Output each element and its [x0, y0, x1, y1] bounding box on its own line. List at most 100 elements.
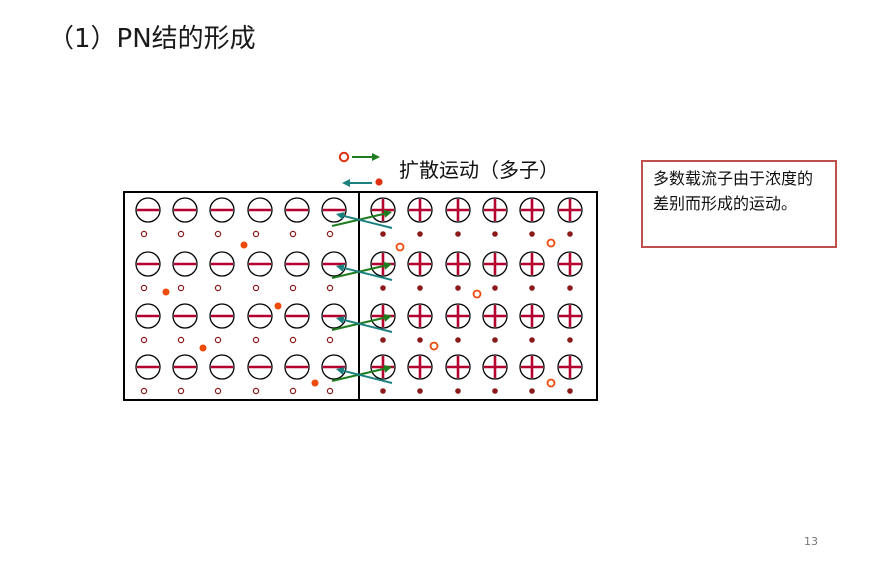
diffusion-arrow-icon: [336, 316, 393, 333]
negative-ion-icon: [135, 303, 161, 329]
electron-icon: [199, 344, 207, 352]
electron-icon: [311, 379, 319, 387]
hole-icon: [252, 336, 260, 344]
hole-icon: [214, 336, 222, 344]
hole-icon: [546, 238, 556, 248]
electron-icon: [529, 231, 535, 237]
electron-icon: [455, 388, 461, 394]
positive-ion-icon: [407, 303, 433, 329]
hole-icon: [214, 230, 222, 238]
negative-ion-icon: [172, 354, 198, 380]
carriers: [162, 238, 556, 388]
electron-icon: [162, 288, 170, 296]
negative-ion-icon: [209, 354, 235, 380]
electron-icon: [455, 285, 461, 291]
negative-ion-icon: [284, 251, 310, 277]
electron-icon: [417, 388, 423, 394]
negative-ion-icon: [209, 197, 235, 223]
positive-ion-icon: [370, 303, 396, 329]
positive-ion-icon: [407, 197, 433, 223]
electron-icon: [380, 388, 386, 394]
electron-icon: [567, 337, 573, 343]
positive-ion-icon: [557, 197, 583, 223]
positive-ion-icon: [370, 251, 396, 277]
negative-ion-icon: [284, 303, 310, 329]
p-negative-ions: [135, 197, 347, 395]
hole-icon: [289, 387, 297, 395]
hole-icon: [252, 284, 260, 292]
electron-icon: [380, 231, 386, 237]
positive-ion-icon: [445, 251, 471, 277]
positive-ion-icon: [445, 197, 471, 223]
positive-ion-icon: [445, 354, 471, 380]
negative-ion-icon: [172, 303, 198, 329]
hole-icon: [395, 242, 405, 252]
negative-ion-icon: [247, 303, 273, 329]
hole-icon: [177, 336, 185, 344]
hole-icon: [326, 336, 334, 344]
hole-icon: [177, 284, 185, 292]
positive-ion-icon: [519, 197, 545, 223]
negative-ion-icon: [172, 251, 198, 277]
electron-icon: [567, 231, 573, 237]
hole-icon: [177, 387, 185, 395]
electron-icon: [240, 241, 248, 249]
n-positive-ions: [370, 197, 583, 394]
negative-ion-icon: [135, 354, 161, 380]
electron-icon: [529, 388, 535, 394]
arrow-left-head: [342, 179, 350, 187]
hole-icon: [177, 230, 185, 238]
hole-icon: [326, 230, 334, 238]
negative-ion-icon: [135, 251, 161, 277]
negative-ion-icon: [209, 251, 235, 277]
negative-ion-icon: [284, 354, 310, 380]
electron-icon: [417, 285, 423, 291]
hole-icon: [252, 387, 260, 395]
positive-ion-icon: [482, 303, 508, 329]
page-number: 13: [804, 535, 818, 548]
hole-icon: [252, 230, 260, 238]
negative-ion-icon: [321, 251, 347, 277]
hole-icon: [546, 378, 556, 388]
diffusion-arrow-icon: [336, 367, 393, 384]
hole-icon: [140, 387, 148, 395]
positive-ion-icon: [519, 251, 545, 277]
electron-icon: [380, 285, 386, 291]
negative-ion-icon: [247, 354, 273, 380]
legend-hole-arrow: [338, 151, 380, 163]
hole-icon: [326, 387, 334, 395]
positive-ion-icon: [519, 303, 545, 329]
diffusion-arrows: [331, 209, 393, 384]
page-title: （1）PN结的形成: [48, 24, 256, 54]
negative-ion-icon: [321, 354, 347, 380]
positive-ion-icon: [519, 354, 545, 380]
positive-ion-icon: [482, 251, 508, 277]
negative-ion-icon: [284, 197, 310, 223]
legend-electron-arrow: [342, 178, 383, 187]
explanation-text: 多数载流子由于浓度的差别而形成的运动。: [653, 169, 814, 213]
electron-icon: [417, 231, 423, 237]
hole-icon: [326, 284, 334, 292]
negative-ion-icon: [247, 251, 273, 277]
negative-ion-icon: [172, 197, 198, 223]
hole-icon: [289, 230, 297, 238]
diffusion-legend-label: 扩散运动（多子）: [399, 158, 559, 182]
electron-icon: [529, 337, 535, 343]
hole-icon: [429, 341, 439, 351]
electron-icon: [455, 231, 461, 237]
negative-ion-icon: [247, 197, 273, 223]
positive-ion-icon: [482, 354, 508, 380]
electron-icon: [375, 178, 383, 186]
positive-ion-icon: [557, 251, 583, 277]
positive-ion-icon: [370, 197, 396, 223]
positive-ion-icon: [445, 303, 471, 329]
hole-icon: [140, 230, 148, 238]
negative-ion-icon: [135, 197, 161, 223]
electron-icon: [567, 285, 573, 291]
positive-ion-icon: [557, 354, 583, 380]
positive-ion-icon: [482, 197, 508, 223]
negative-ion-icon: [209, 303, 235, 329]
electron-icon: [274, 302, 282, 310]
electron-icon: [492, 231, 498, 237]
diffusion-arrow-icon: [336, 212, 393, 229]
